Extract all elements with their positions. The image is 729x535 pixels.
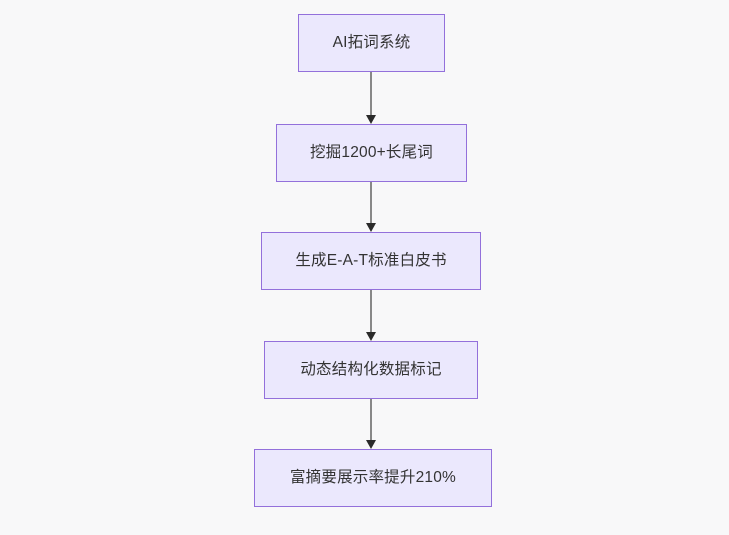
flow-node-label: 动态结构化数据标记 (300, 361, 442, 379)
flow-node-label: 生成E-A-T标准白皮书 (295, 252, 447, 270)
flow-node-mine-longtail-keywords[interactable]: 挖掘1200+长尾词 (276, 124, 467, 182)
flow-node-dynamic-structured-data-markup[interactable]: 动态结构化数据标记 (264, 341, 478, 399)
flow-arrow-down-icon (366, 72, 376, 124)
flow-node-label: 富摘要展示率提升210% (289, 469, 457, 487)
flow-node-generate-eat-whitepaper[interactable]: 生成E-A-T标准白皮书 (261, 232, 481, 290)
flow-arrow-down-icon (366, 182, 376, 232)
flow-arrow-down-icon (366, 399, 376, 449)
flow-node-ai-keyword-system[interactable]: AI拓词系统 (298, 14, 445, 72)
flow-node-rich-snippet-impression-lift[interactable]: 富摘要展示率提升210% (254, 449, 492, 507)
flow-arrow-down-icon (366, 290, 376, 341)
flow-node-label: AI拓词系统 (332, 34, 411, 52)
flow-node-label: 挖掘1200+长尾词 (309, 144, 434, 162)
